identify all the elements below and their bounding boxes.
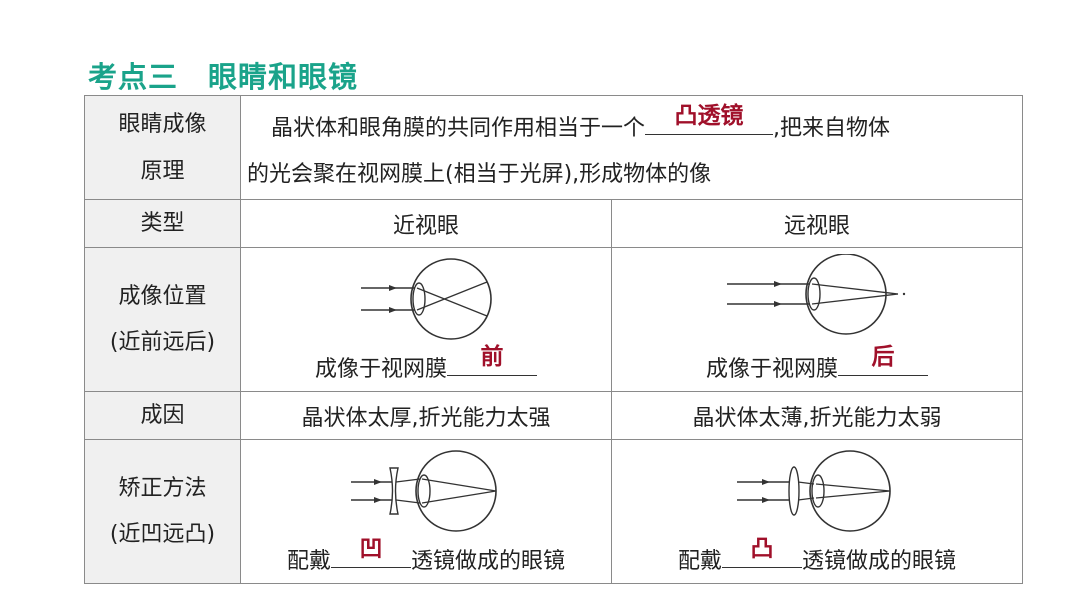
correction-label-line1: 矫正方法 — [118, 475, 207, 501]
correction-near-blank: 凹 — [331, 536, 411, 568]
principle-label: 眼睛成像 原理 — [84, 95, 241, 200]
position-near-blank: 前 — [447, 344, 537, 376]
type-far: 远视眼 — [610, 199, 1024, 248]
principle-answer: 凸透镜 — [674, 103, 744, 129]
correction-far-prefix: 配戴 — [677, 549, 722, 574]
page-title: 考点三 眼睛和眼镜 — [88, 60, 359, 94]
cause-far: 晶状体太薄,折光能力太弱 — [610, 391, 1024, 440]
hyperopia-correction-diagram — [737, 450, 891, 532]
correction-near-cell: 配戴 凹透镜做成的眼镜 — [240, 439, 612, 584]
eye-glasses-table: 眼睛成像 原理 晶状体和眼角膜的共同作用相当于一个 凸透镜 ,把来自物体 的光会聚在… — [84, 95, 1024, 584]
principle-text-after: ,把来自物体 — [773, 116, 891, 141]
cause-label: 成因 — [84, 391, 241, 440]
correction-far-caption: 配戴 凸透镜做成的眼镜 — [612, 536, 1022, 579]
position-near-answer: 前 — [480, 344, 504, 370]
hyperopia-eye-diagram — [727, 254, 906, 335]
cause-near: 晶状体太厚,折光能力太强 — [240, 391, 612, 440]
correction-far-suffix: 透镜做成的眼镜 — [802, 549, 957, 574]
correction-far-answer: 凸 — [750, 536, 774, 562]
principle-text-line2: 的光会聚在视网膜上(相当于光屏),形成物体的像 — [247, 162, 712, 187]
position-near-cell: 成像于视网膜 前 — [240, 247, 612, 392]
correction-far-blank: 凸 — [722, 536, 802, 568]
position-far-prefix: 成像于视网膜 — [706, 357, 839, 382]
position-far-blank: 后 — [838, 344, 929, 376]
principle-label-line2: 原理 — [140, 158, 185, 184]
principle-text-before: 晶状体和眼角膜的共同作用相当于一个 — [271, 116, 646, 141]
principle-label-line1: 眼睛成像 — [118, 111, 207, 137]
correction-label: 矫正方法 (近凹远凸) — [84, 439, 241, 584]
position-near-caption: 成像于视网膜 前 — [241, 344, 611, 387]
position-far-caption: 成像于视网膜 后 — [612, 344, 1022, 387]
position-label-line2: (近前远后) — [109, 329, 216, 355]
position-near-prefix: 成像于视网膜 — [314, 357, 447, 382]
correction-far-cell: 配戴 凸透镜做成的眼镜 — [610, 439, 1024, 584]
type-near: 近视眼 — [240, 199, 612, 248]
type-label: 类型 — [84, 199, 241, 248]
correction-near-answer: 凹 — [359, 536, 383, 562]
position-label-line1: 成像位置 — [118, 283, 207, 309]
principle-description: 晶状体和眼角膜的共同作用相当于一个 凸透镜 ,把来自物体 的光会聚在视网膜上(相当于… — [239, 95, 1024, 200]
myopia-eye-diagram — [361, 258, 492, 340]
myopia-correction-diagram — [351, 450, 497, 532]
position-label: 成像位置 (近前远后) — [84, 247, 241, 392]
position-far-answer: 后 — [871, 344, 895, 370]
correction-near-prefix: 配戴 — [286, 549, 331, 574]
principle-blank: 凸透镜 — [645, 103, 774, 135]
correction-label-line2: (近凹远凸) — [109, 521, 216, 547]
correction-near-caption: 配戴 凹透镜做成的眼镜 — [241, 536, 611, 579]
position-far-cell: 成像于视网膜 后 — [610, 247, 1024, 392]
correction-near-suffix: 透镜做成的眼镜 — [411, 549, 566, 574]
